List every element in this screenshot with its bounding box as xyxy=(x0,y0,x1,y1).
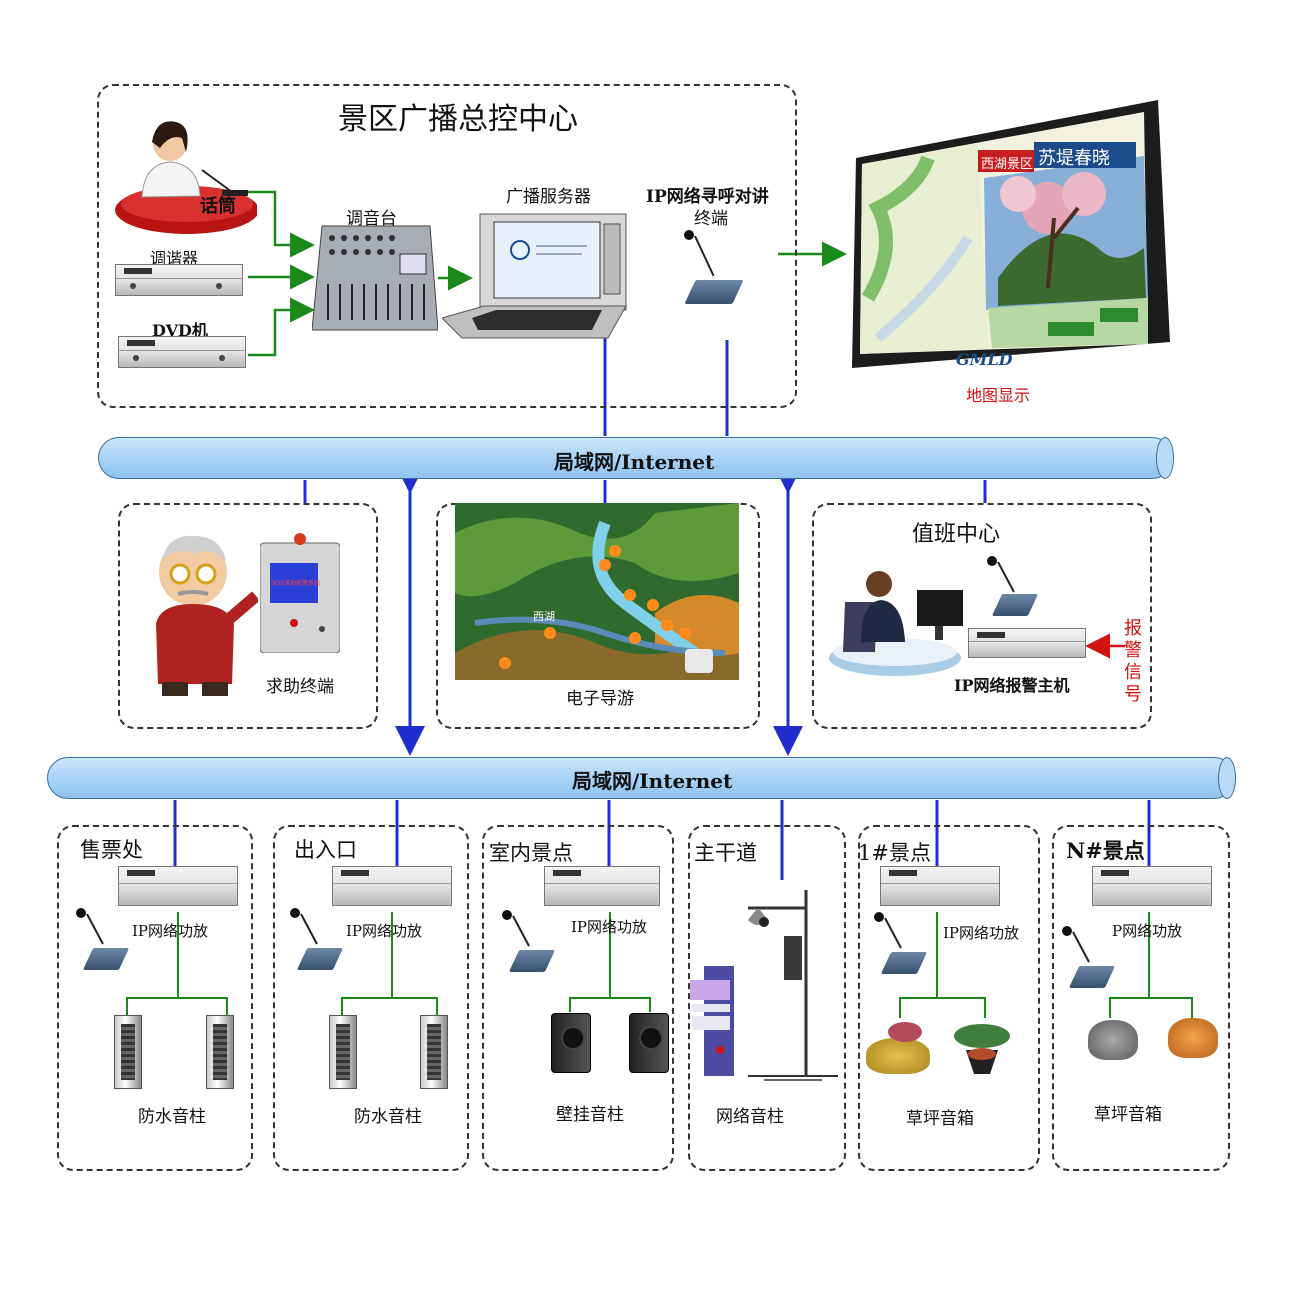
alarm-host-label: IP网络报警主机 xyxy=(954,676,1070,695)
waterproof-column-speaker xyxy=(114,1015,142,1089)
duty-center-title: 值班中心 xyxy=(912,522,1001,547)
zone-box-scenic-1 xyxy=(858,825,1040,1171)
monitor-brand: GMLD xyxy=(956,350,1013,369)
speaker-label: 网络音柱 xyxy=(716,1107,784,1127)
zone-title: N#景点 xyxy=(1066,838,1145,863)
map-display-monitor: 西湖景区 苏堤春晓 GMLD xyxy=(848,98,1170,382)
duty-paging-mic xyxy=(985,554,1039,620)
lower-network-bus-cap xyxy=(1218,757,1236,799)
lawn-speaker-shrub xyxy=(888,1022,922,1042)
upper-network-label: 局域网/Internet xyxy=(554,450,715,474)
announcer-figure xyxy=(112,112,259,237)
tuner-label: 调谐器 xyxy=(150,249,199,268)
paging-mic xyxy=(1060,924,1116,990)
control-center-title: 景区广播总控中心 xyxy=(338,102,578,137)
duty-operator-desk xyxy=(825,562,975,680)
zone-title: 室内景点 xyxy=(489,841,573,865)
map-tag-sudi: 苏堤春晓 xyxy=(1038,148,1110,169)
amplifier-label: IP网络功放 xyxy=(571,918,648,936)
lower-network-bus xyxy=(47,757,1235,799)
zone-title: 售票处 xyxy=(80,838,143,862)
speaker-label: 草坪音箱 xyxy=(1094,1105,1162,1125)
amplifier-label: P网络功放 xyxy=(1112,922,1183,940)
zone-box-entrance xyxy=(273,825,469,1171)
map-display-caption: 地图显示 xyxy=(966,386,1031,405)
speaker-wires xyxy=(126,912,1193,1018)
mixer-label: 调音台 xyxy=(346,209,397,229)
zone-title: 出入口 xyxy=(294,838,357,862)
ip-terminal-label-line1: IP网络寻呼对讲 xyxy=(646,187,769,207)
ip-network-amplifier xyxy=(1092,866,1212,906)
e-guide-map-text: 西湖 xyxy=(533,610,555,623)
duty-center-box xyxy=(812,503,1152,729)
speaker-label: 防水音柱 xyxy=(354,1107,422,1127)
speaker-label: 壁挂音柱 xyxy=(556,1105,624,1125)
lawn-speaker-rock-grey xyxy=(1088,1020,1138,1060)
map-tag-xihu: 西湖景区 xyxy=(981,157,1034,172)
zone-title: 1#景点 xyxy=(858,841,931,865)
audio-wires xyxy=(248,190,847,357)
sos-help-terminal xyxy=(259,533,341,654)
alarm-signal-char-2: 警 xyxy=(1124,640,1142,661)
server-label: 广播服务器 xyxy=(506,187,591,207)
mic-label: 话筒 xyxy=(200,196,236,217)
e-guide-map xyxy=(455,503,739,680)
paging-mic xyxy=(288,906,344,972)
zone-box-main-road xyxy=(688,825,846,1171)
speaker-label: 防水音柱 xyxy=(138,1107,206,1127)
zone-box-ticket-office xyxy=(57,825,253,1171)
zone-title: 主干道 xyxy=(694,841,757,865)
alarm-signal-char-4: 号 xyxy=(1124,684,1142,705)
paging-mic xyxy=(74,906,130,972)
zone-box-scenic-n xyxy=(1052,825,1230,1171)
dvd-label: DVD机 xyxy=(152,321,208,340)
ip-network-amplifier xyxy=(332,866,452,906)
wall-mount-speaker xyxy=(551,1013,591,1073)
mixer-console xyxy=(311,224,439,332)
help-terminal-box xyxy=(118,503,378,729)
amplifier-label: IP网络功放 xyxy=(346,922,423,940)
dvd-unit xyxy=(118,336,246,368)
alarm-signal-char-1: 报 xyxy=(1124,618,1142,639)
lawn-speaker-rock xyxy=(866,1038,930,1074)
amplifier-label: IP网络功放 xyxy=(943,924,1020,942)
broadcast-server xyxy=(441,210,628,342)
lower-network-label: 局域网/Internet xyxy=(572,769,733,793)
paging-microphone-terminal xyxy=(676,226,752,312)
control-center-box xyxy=(97,84,797,408)
upper-network-bus xyxy=(98,437,1173,479)
waterproof-column-speaker xyxy=(329,1015,357,1089)
tuner-unit xyxy=(115,264,243,296)
upper-network-bus-cap xyxy=(1156,437,1174,479)
network-column-on-pole xyxy=(688,880,846,1085)
speaker-label: 草坪音箱 xyxy=(906,1109,974,1129)
help-terminal-label: 求助终端 xyxy=(266,677,334,697)
lawn-speaker-sign xyxy=(952,1022,1012,1076)
ip-network-amplifier xyxy=(880,866,1000,906)
alarm-signal-char-3: 信 xyxy=(1124,662,1142,683)
cartoon-guide-figure xyxy=(138,524,260,704)
zone-box-indoor xyxy=(482,825,674,1171)
lawn-speaker-rock-orange xyxy=(1168,1018,1218,1058)
ip-network-amplifier xyxy=(118,866,238,906)
waterproof-column-speaker xyxy=(420,1015,448,1089)
help-screen-text: SOS求助报警系统 xyxy=(271,580,321,587)
amplifier-label: IP网络功放 xyxy=(132,922,209,940)
e-guide-label: 电子导游 xyxy=(566,689,634,709)
wall-mount-speaker xyxy=(629,1013,669,1073)
ip-terminal-label-line2: 终端 xyxy=(694,209,728,229)
paging-mic xyxy=(500,908,556,974)
ip-network-amplifier xyxy=(544,866,660,906)
ip-alarm-host xyxy=(968,628,1086,658)
paging-mic xyxy=(872,910,928,976)
network-links xyxy=(173,335,1151,880)
waterproof-column-speaker xyxy=(206,1015,234,1089)
